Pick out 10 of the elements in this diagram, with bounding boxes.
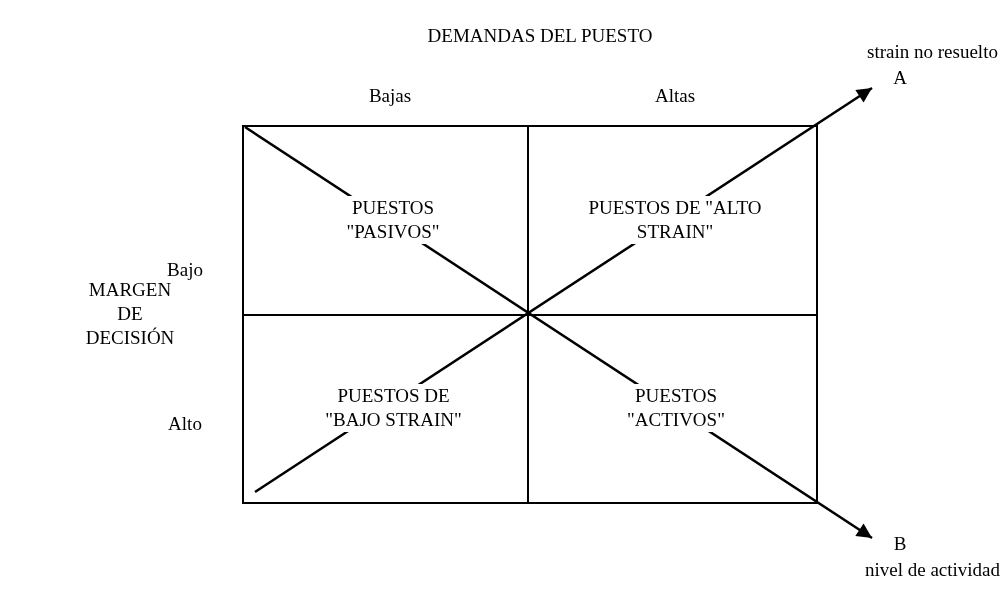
column-label: Bajas (367, 84, 413, 108)
endpoint-letter: B (880, 532, 920, 556)
axis-title: MARGEN DE DECISIÓN (84, 279, 175, 350)
row-label: Bajo (166, 258, 204, 282)
row-label: Alto (167, 412, 203, 436)
endpoint-letter: A (880, 66, 920, 90)
column-label: Altas (653, 84, 697, 108)
axis-title: DEMANDAS DEL PUESTO (426, 24, 654, 48)
endpoint-caption: strain no resuelto (866, 40, 999, 64)
endpoint-caption: nivel de actividad (863, 558, 1002, 582)
